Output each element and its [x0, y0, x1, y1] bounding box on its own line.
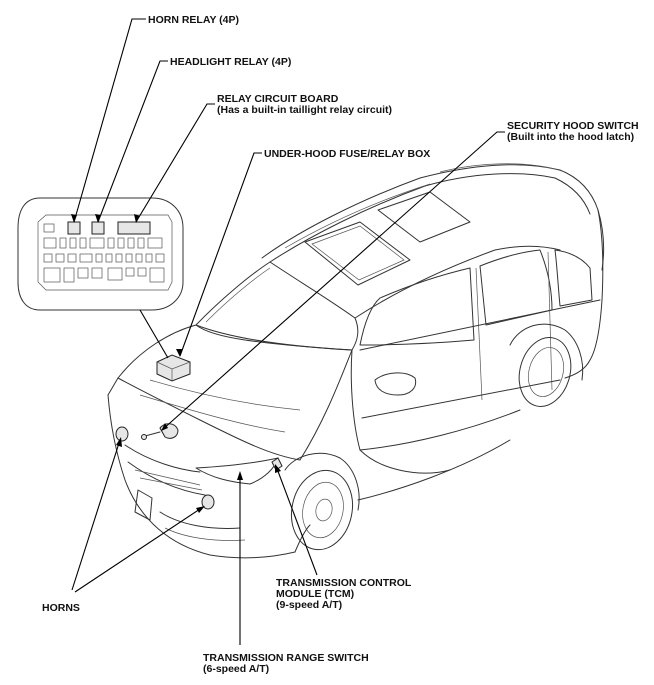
label-security-hood-switch: SECURITY HOOD SWITCH	[507, 120, 639, 132]
leader-lines	[71, 18, 505, 645]
label-headlight-relay: HEADLIGHT RELAY (4P)	[170, 56, 291, 68]
label-horn-relay: HORN RELAY (4P)	[148, 14, 239, 26]
label-relay-circuit-board: RELAY CIRCUIT BOARD	[217, 93, 339, 105]
vehicle-outline	[107, 163, 605, 559]
label-transmission-control-module-note: (9-speed A/T)	[276, 599, 342, 611]
label-transmission-control-module: TRANSMISSION CONTROL	[276, 577, 412, 589]
horn-part-upper	[115, 426, 129, 442]
label-security-hood-switch-note: (Built into the hood latch)	[507, 131, 634, 143]
horn-part-lower	[201, 494, 215, 510]
security-hood-switch-part	[141, 423, 179, 440]
label-transmission-control-module-abbr: MODULE (TCM)	[276, 588, 354, 600]
label-under-hood-fuse-relay-box: UNDER-HOOD FUSE/RELAY BOX	[264, 148, 430, 160]
label-transmission-range-switch-note: (6-speed A/T)	[203, 663, 269, 675]
label-relay-circuit-board-note: (Has a built-in taillight relay circuit)	[217, 104, 392, 116]
label-transmission-range-switch: TRANSMISSION RANGE SWITCH	[203, 652, 369, 664]
fuse-box-inset	[17, 197, 184, 311]
tcm-part	[271, 457, 283, 471]
label-horns: HORNS	[42, 602, 80, 614]
under-hood-fuse-relay-box-part	[156, 354, 191, 382]
